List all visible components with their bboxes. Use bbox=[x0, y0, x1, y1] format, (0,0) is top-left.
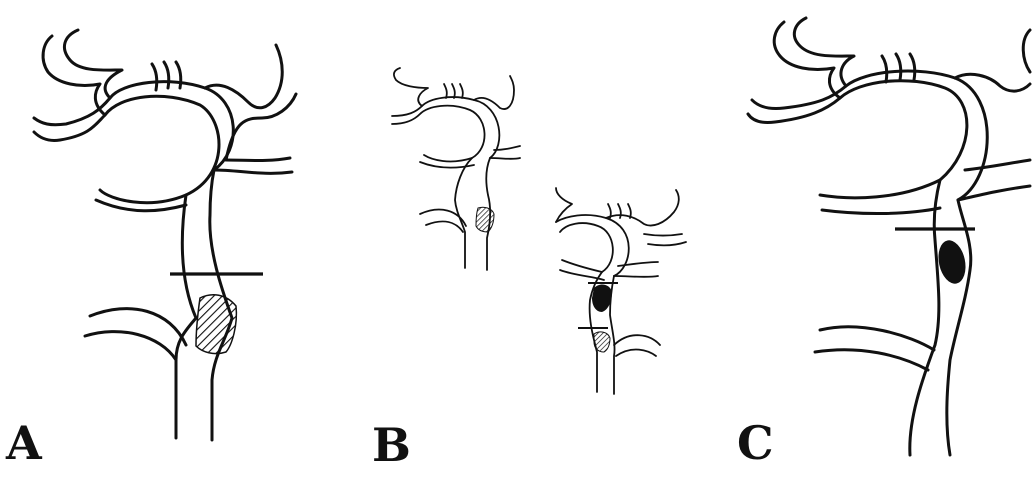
panel-c-label: C bbox=[737, 420, 774, 466]
panel-b-upper-hatched-stenosis bbox=[476, 207, 494, 232]
panel-c-diagram bbox=[748, 18, 1030, 455]
panel-a-carotid-vessels bbox=[34, 30, 296, 440]
panel-a-hatched-stenosis bbox=[196, 295, 236, 354]
panel-c-black-occlusion bbox=[935, 238, 970, 286]
panel-b-lower-black-occlusion bbox=[592, 285, 612, 312]
panel-b-lower-diagram bbox=[556, 188, 686, 394]
panel-b-lower-hatched-stenosis bbox=[594, 332, 610, 352]
panel-b-label: B bbox=[372, 422, 411, 468]
panel-a-label: A bbox=[6, 420, 42, 466]
panel-a-diagram bbox=[34, 30, 296, 440]
panel-b-upper-diagram bbox=[392, 68, 520, 270]
